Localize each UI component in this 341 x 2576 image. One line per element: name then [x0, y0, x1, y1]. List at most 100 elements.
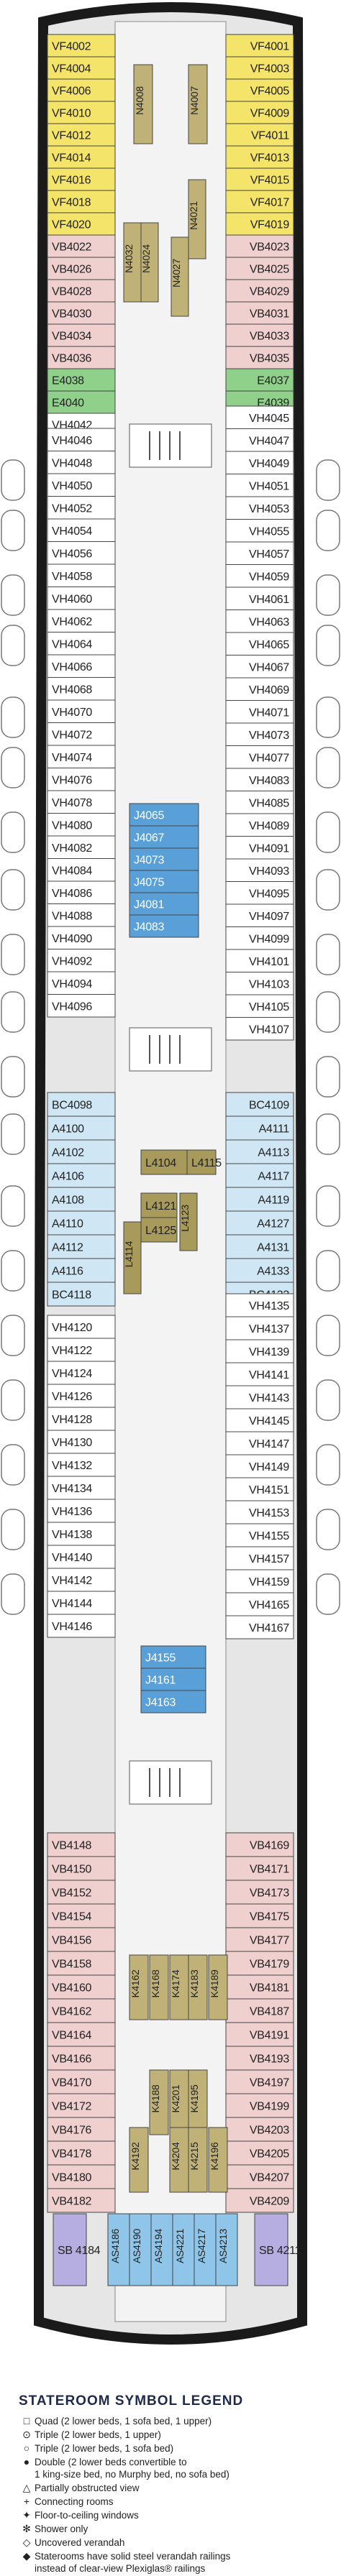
stateroom[interactable]: K4174 [169, 1954, 189, 2020]
stateroom[interactable]: A4110 [47, 1210, 116, 1236]
stateroom[interactable]: VB4180 [47, 2164, 116, 2189]
stateroom[interactable]: VH4095 [225, 881, 294, 905]
stateroom[interactable]: VB4207 [225, 2164, 294, 2189]
stateroom[interactable]: L4125 [140, 1217, 178, 1243]
stateroom[interactable]: VH4139 [225, 1339, 294, 1363]
stateroom[interactable]: VH4050 [47, 473, 116, 497]
stateroom[interactable]: N4021 [188, 179, 206, 259]
stateroom[interactable]: K4162 [129, 1954, 149, 2020]
stateroom[interactable]: VB4160 [47, 1974, 116, 2000]
stateroom[interactable]: AS4213 [215, 2213, 238, 2286]
stateroom[interactable]: VH4140 [47, 1545, 116, 1569]
stateroom[interactable]: VB4025 [225, 257, 294, 280]
stateroom[interactable]: VH4167 [225, 1615, 294, 1639]
stateroom[interactable]: J4161 [140, 1668, 206, 1691]
stateroom[interactable]: A4108 [47, 1187, 116, 1212]
stateroom[interactable]: A4131 [225, 1234, 294, 1259]
stateroom[interactable]: J4073 [129, 847, 199, 871]
stateroom[interactable]: AS4194 [150, 2213, 173, 2286]
stateroom[interactable]: A4112 [47, 1234, 116, 1259]
stateroom[interactable]: VB4187 [225, 1998, 294, 2023]
stateroom[interactable]: VH4071 [225, 700, 294, 724]
stateroom[interactable]: VH4051 [225, 474, 294, 497]
stateroom[interactable]: VH4056 [47, 541, 116, 565]
stateroom[interactable]: VH4080 [47, 813, 116, 837]
stateroom[interactable]: VH4138 [47, 1522, 116, 1546]
stateroom[interactable]: VB4166 [47, 2046, 116, 2071]
stateroom[interactable]: VH4090 [47, 926, 116, 949]
stateroom[interactable]: VF4004 [47, 56, 116, 80]
stateroom[interactable]: VH4103 [225, 972, 294, 995]
stateroom[interactable]: VF4003 [225, 56, 294, 80]
stateroom[interactable]: VH4061 [225, 586, 294, 610]
stateroom[interactable]: VH4120 [47, 1315, 116, 1339]
stateroom[interactable]: VH4055 [225, 519, 294, 543]
stateroom[interactable]: A4133 [225, 1258, 294, 1283]
stateroom[interactable]: VH4059 [225, 564, 294, 588]
stateroom[interactable]: VB4150 [47, 1856, 116, 1881]
stateroom[interactable]: VB4029 [225, 279, 294, 303]
stateroom[interactable]: VF4013 [225, 145, 294, 169]
stateroom[interactable]: VH4157 [225, 1546, 294, 1570]
stateroom[interactable]: A4119 [225, 1187, 294, 1212]
stateroom[interactable]: VH4132 [47, 1453, 116, 1477]
stateroom[interactable]: VB4148 [47, 1832, 116, 1857]
stateroom[interactable]: VH4136 [47, 1499, 116, 1523]
stateroom[interactable]: VF4014 [47, 145, 116, 169]
stateroom[interactable]: VB4193 [225, 2046, 294, 2071]
stateroom[interactable]: VB4031 [225, 301, 294, 325]
stateroom[interactable]: VH4146 [47, 1614, 116, 1638]
stateroom[interactable]: L4121 [140, 1192, 178, 1218]
stateroom[interactable]: VH4097 [225, 903, 294, 927]
stateroom[interactable]: VH4105 [225, 994, 294, 1018]
stateroom[interactable]: VB4164 [47, 2022, 116, 2047]
stateroom[interactable]: N4032 [123, 222, 142, 303]
stateroom[interactable]: VF4005 [225, 78, 294, 102]
stateroom[interactable]: VH4124 [47, 1361, 116, 1385]
stateroom[interactable]: VB4209 [225, 2188, 294, 2213]
stateroom[interactable]: J4155 [140, 1645, 206, 1669]
stateroom[interactable]: VF4020 [47, 212, 116, 236]
stateroom[interactable]: VH4083 [225, 768, 294, 791]
stateroom[interactable]: VH4089 [225, 813, 294, 837]
stateroom[interactable]: VB4197 [225, 2069, 294, 2094]
stateroom[interactable]: K4201 [169, 2069, 189, 2135]
stateroom[interactable]: VF4016 [47, 167, 116, 191]
stateroom[interactable]: VH4091 [225, 836, 294, 860]
stateroom[interactable]: VB4035 [225, 346, 294, 369]
stateroom[interactable]: VH4155 [225, 1523, 294, 1547]
stateroom[interactable]: VB4191 [225, 2022, 294, 2047]
stateroom[interactable]: VH4137 [225, 1316, 294, 1340]
stateroom[interactable]: VF4011 [225, 123, 294, 147]
stateroom[interactable]: VH4048 [47, 451, 116, 474]
stateroom[interactable]: VB4169 [225, 1832, 294, 1857]
stateroom[interactable]: VB4162 [47, 1998, 116, 2023]
stateroom[interactable]: K4195 [188, 2069, 208, 2135]
stateroom[interactable]: VF4009 [225, 101, 294, 124]
stateroom[interactable]: VH4049 [225, 451, 294, 474]
stateroom[interactable]: VH4101 [225, 949, 294, 972]
stateroom[interactable]: VH4074 [47, 745, 116, 768]
stateroom[interactable]: BC4098 [47, 1092, 116, 1117]
stateroom[interactable]: VB4177 [225, 1927, 294, 1952]
stateroom[interactable]: E4037 [225, 368, 294, 392]
stateroom[interactable]: VH4053 [225, 496, 294, 520]
stateroom[interactable]: N4008 [133, 64, 153, 144]
stateroom[interactable]: VH4064 [47, 632, 116, 656]
stateroom[interactable]: VH4070 [47, 699, 116, 723]
stateroom[interactable]: VH4058 [47, 564, 116, 587]
stateroom[interactable]: E4038 [47, 368, 116, 392]
stateroom[interactable]: L4104 [140, 1149, 188, 1175]
stateroom[interactable]: VB4033 [225, 323, 294, 347]
stateroom[interactable]: VB4170 [47, 2069, 116, 2094]
stateroom[interactable]: AS4221 [172, 2213, 195, 2286]
stateroom[interactable]: A4117 [225, 1163, 294, 1188]
stateroom[interactable]: VB4028 [47, 279, 116, 303]
stateroom[interactable]: VH4149 [225, 1454, 294, 1478]
stateroom[interactable]: VH4159 [225, 1569, 294, 1593]
stateroom[interactable]: VH4054 [47, 518, 116, 542]
stateroom[interactable]: K4204 [169, 2127, 189, 2193]
stateroom[interactable]: VB4205 [225, 2140, 294, 2166]
stateroom[interactable]: VH4060 [47, 586, 116, 610]
stateroom[interactable]: VH4122 [47, 1338, 116, 1362]
